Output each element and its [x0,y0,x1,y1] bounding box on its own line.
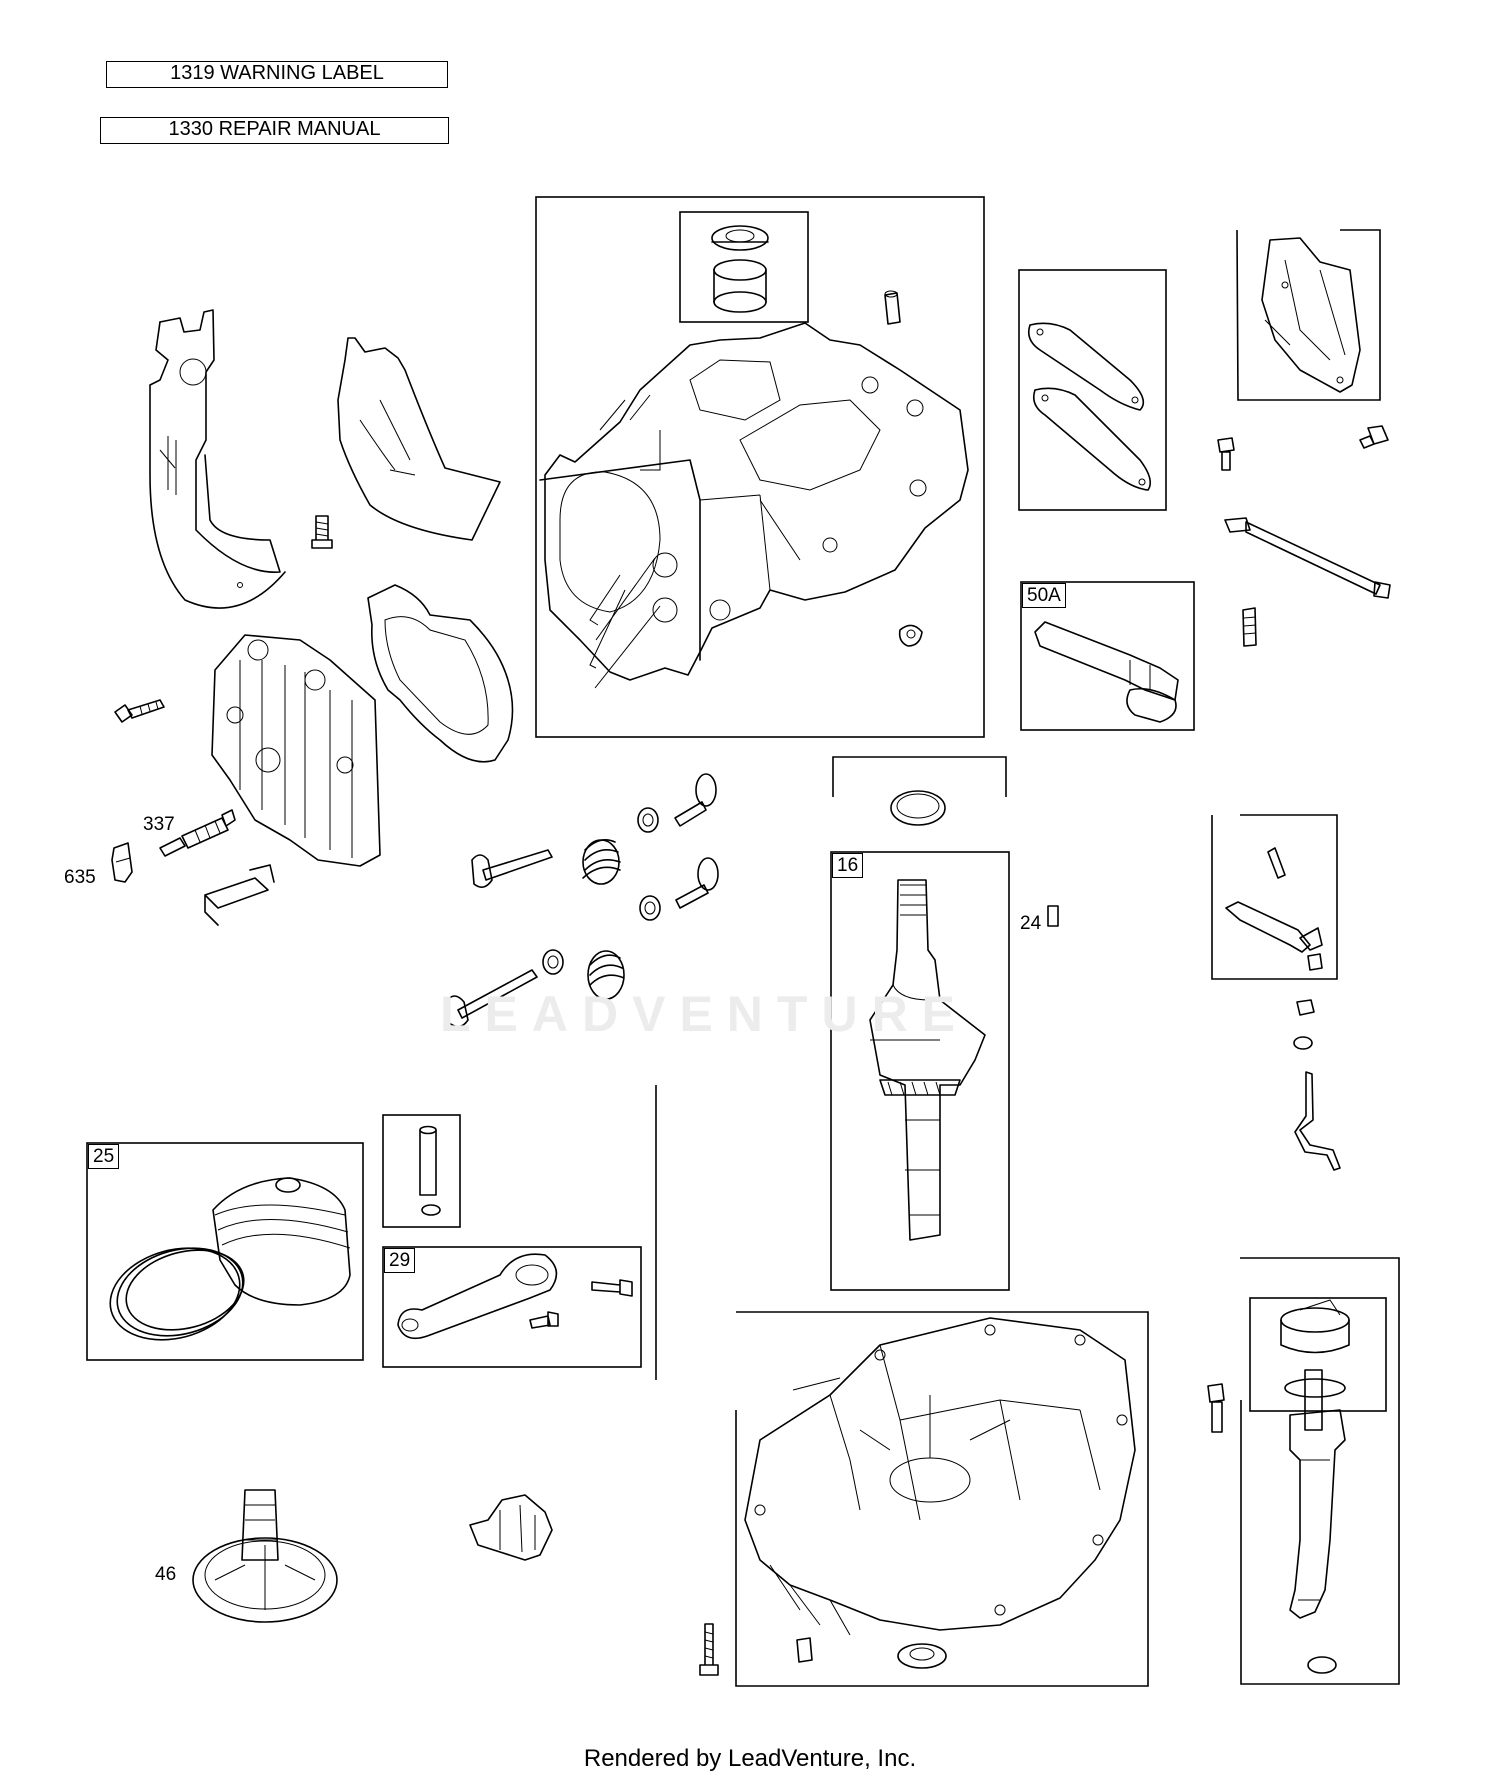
warning-label-box[interactable]: 1319 WARNING LABEL [106,61,448,88]
piston [212,1177,351,1306]
dipstick-bolt [1207,1383,1225,1433]
part-50a-tube [1034,621,1179,723]
shield-screw [311,515,333,549]
dipstick-inner-box [1249,1297,1387,1412]
sump-seal [897,1643,947,1669]
crankshaft-box [830,851,1010,1291]
dipstick-tube [1289,1369,1346,1619]
tag-29: 29 [384,1248,416,1273]
watermark: LEADVENTURE [440,986,970,1042]
gasket-kit-box [1018,269,1167,511]
wrist-pin [419,1125,441,1216]
sump-bolt [699,1623,719,1676]
breather-cover [1261,237,1361,393]
camshaft-gear [192,1489,338,1623]
governor-box [1211,814,1338,980]
cylinder-block [539,322,969,681]
callout-337: 337 [143,814,175,835]
dipstick-cap [1280,1299,1350,1398]
dowel-pin [884,290,901,325]
air-guide-shroud [337,337,501,541]
head-bolt [114,699,165,723]
connecting-rod [397,1253,558,1340]
seal-and-bushing [711,225,769,313]
tag-16: 16 [832,853,864,878]
box-50a [1020,581,1195,731]
piston-rings [109,1247,245,1341]
tube-fitting [1242,607,1257,647]
breather-gasket-pair [1027,322,1151,491]
piston-box [86,1142,364,1361]
governor-lever [1225,847,1323,971]
tag-25: 25 [88,1144,120,1169]
shield-bracket [149,309,286,609]
rod-bolts [529,1279,633,1329]
callout-635: 635 [64,867,96,888]
oring-seal [890,790,946,826]
oring-box [832,756,1007,797]
block-plug [898,624,923,647]
sump-dowel [796,1637,813,1663]
tappets [674,773,719,909]
dipstick-oring [1307,1656,1337,1674]
breather-cover-box [1236,229,1381,401]
repair-manual-box[interactable]: 1330 REPAIR MANUAL [100,117,449,144]
spark-plug [159,809,236,857]
governor-link [1294,1071,1341,1171]
spring-retainers [542,807,661,975]
cylinder-assembly-box [535,196,985,738]
head-gasket [367,584,514,763]
crank-key [1047,905,1059,927]
sump-box [735,1311,1149,1687]
cylinder-head [211,634,381,867]
callout-46: 46 [155,1564,177,1585]
ignition-clip [204,864,275,926]
governor-assembly [469,1494,553,1561]
crankshaft [869,879,986,1241]
intake-valve [471,849,553,888]
tag-50a: 50A [1022,583,1066,608]
exhaust-valve [445,969,538,1028]
breather-screws [1217,425,1389,471]
dipstick-box [1240,1257,1400,1685]
callout-24: 24 [1020,913,1042,934]
leader-lines [594,557,661,689]
footer-credit: Rendered by LeadVenture, Inc. [583,1745,917,1772]
rod-box [382,1246,642,1368]
valve-springs [582,839,625,1000]
breather-tube [1224,517,1391,599]
pin-box [382,1114,461,1228]
sump-cover [744,1317,1136,1636]
sump-leader [792,1377,841,1391]
governor-nut-washer [1293,999,1315,1050]
spark-plug-boot [111,842,133,883]
